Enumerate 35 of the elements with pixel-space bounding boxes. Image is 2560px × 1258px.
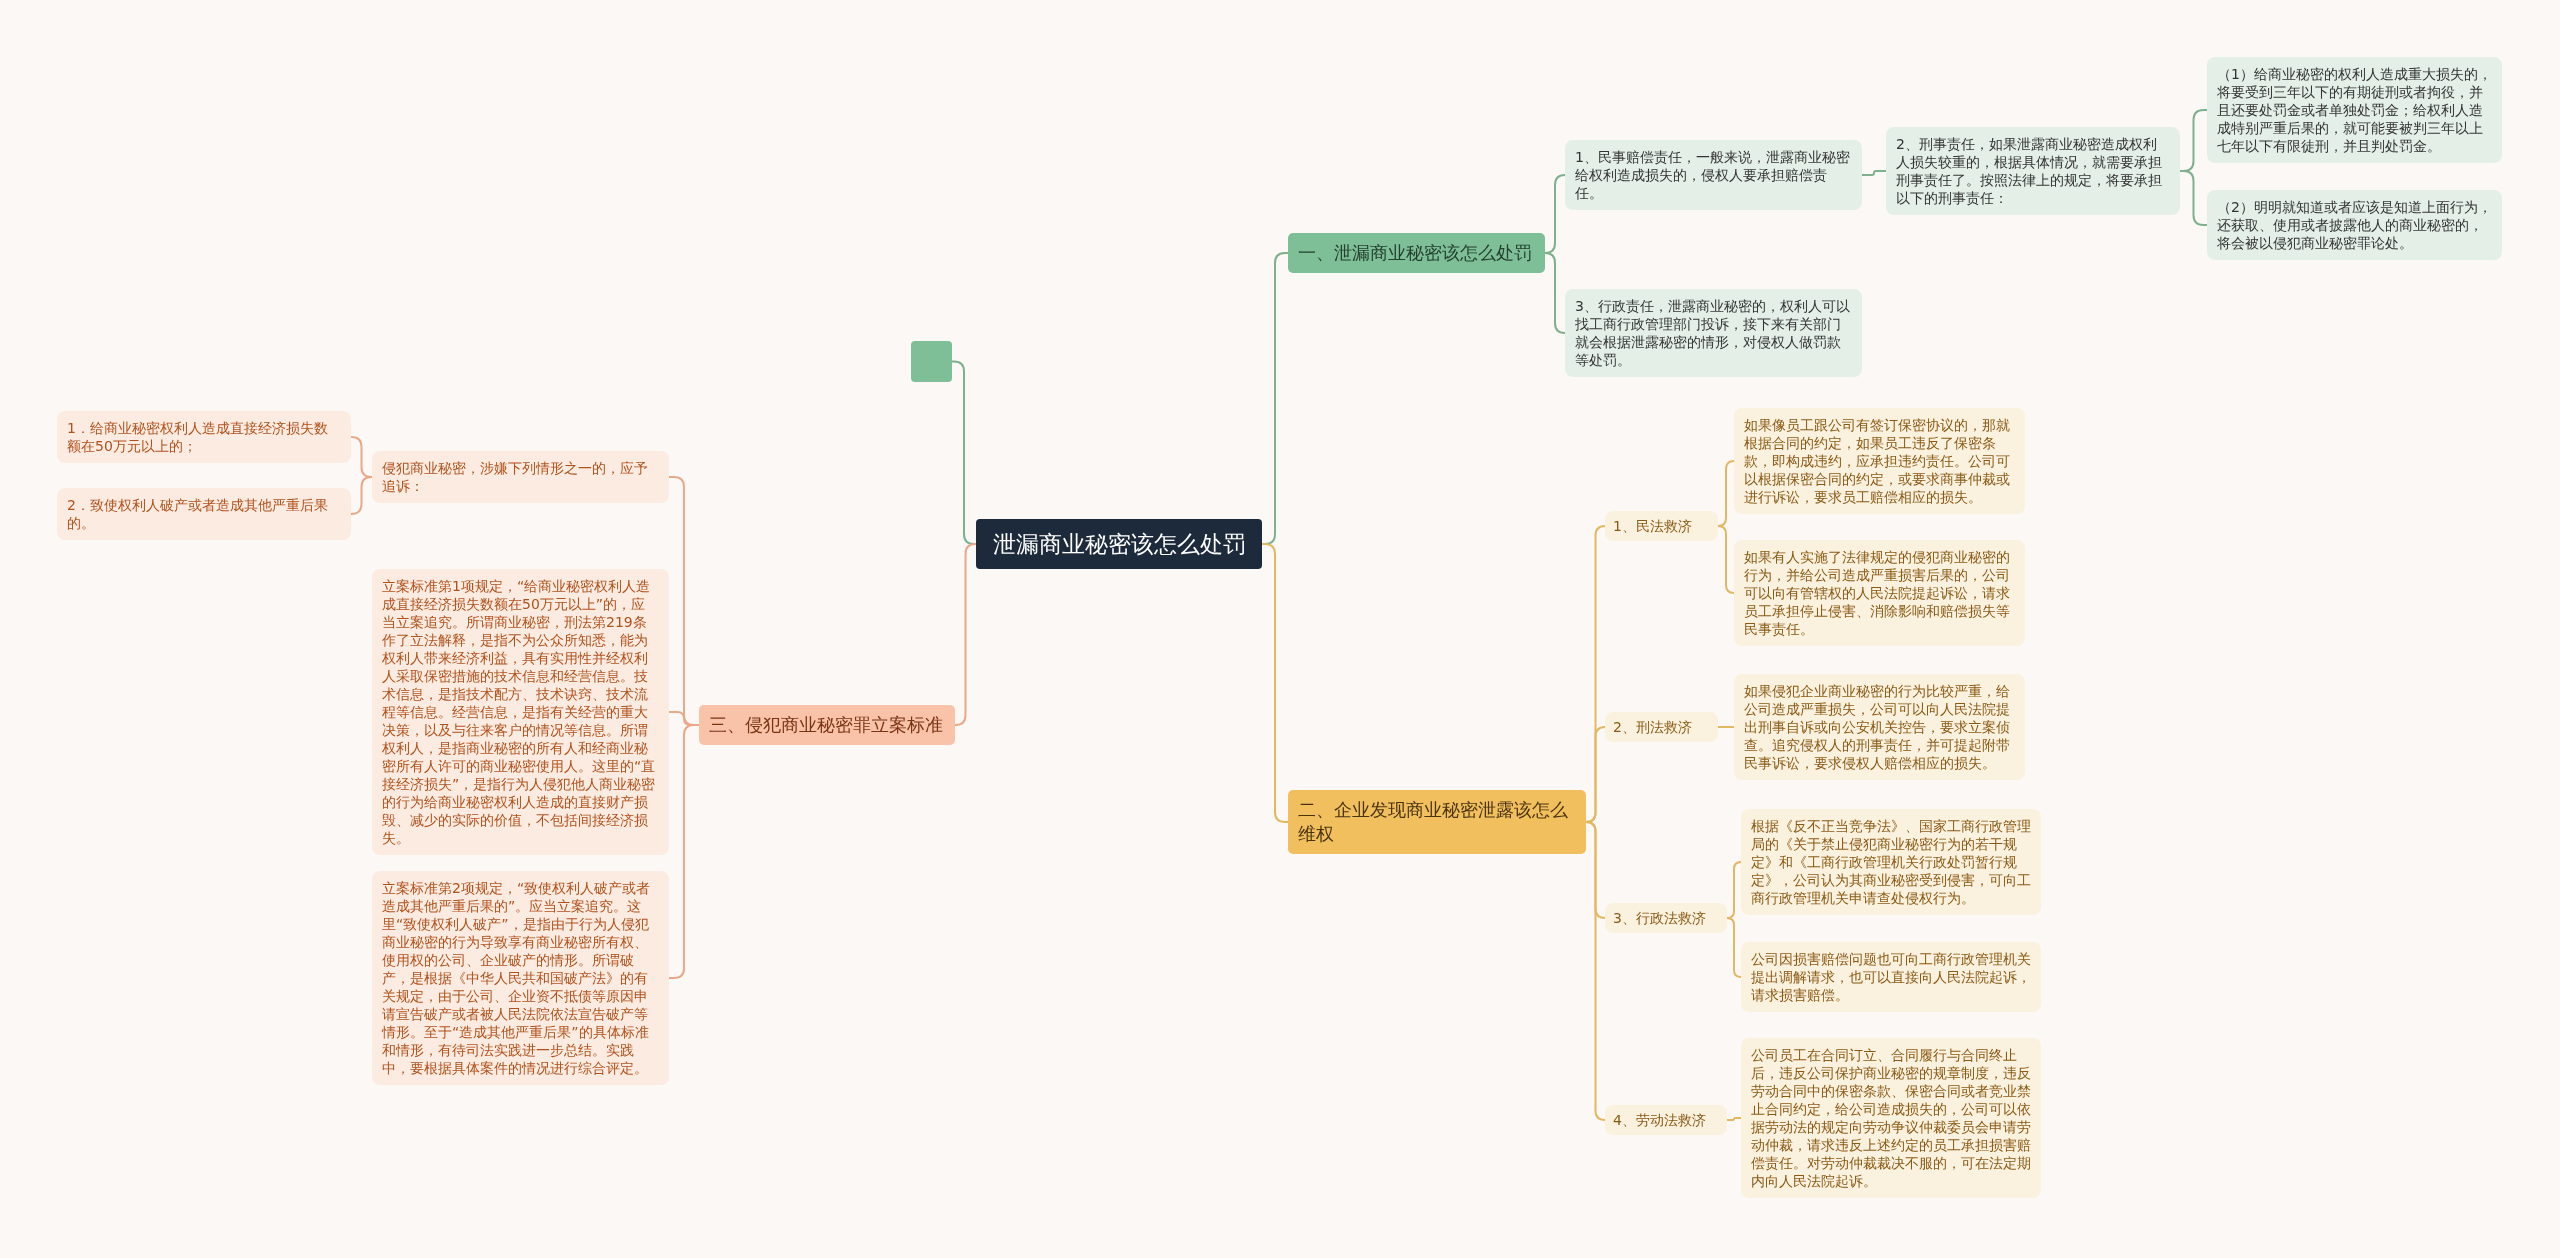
connector [1261, 543, 1289, 823]
text-box: 公司员工在合同订立、合同履行与合同终止后，违反公司保护商业秘密的规章制度，违反劳动合同中的保密条款、保密合同或者竞业禁止合同约定，给公司造成损失的，公司可以依据劳动法的规定向劳动争议仲裁委员会申请劳动仲裁，请求违反上述约定的员工承担损害赔偿责任。对劳动仲裁裁决不服的，可在法定期内向人民法院起诉。 [1741, 1038, 2041, 1198]
connector [1861, 170, 1887, 176]
text-box: 如果侵犯企业商业秘密的行为比较严重，给公司造成严重损失，公司可以向人民法院提出刑事自诉或向公安机关控告，要求立案侦查。追究侵权人的刑事责任，并可提起附带民事诉讼，要求侵权人赔偿相应的损失。 [1734, 674, 2025, 780]
branch-box: 二、企业发现商业秘密泄露该怎么维权 [1288, 790, 1586, 854]
connector [1726, 917, 1742, 978]
text-box: （1）给商业秘密的权利人造成重大损失的，将要受到三年以下的有期徒刑或者拘役，并且还要处罚金或者单独处罚金；给权利人造成特别严重后果的，就可能要被判三年以上七年以下有限徒刑，并且判处罚金。 [2207, 57, 2502, 163]
topic-box: 1、民法救济 [1605, 511, 1718, 541]
text-box: 1、民事赔偿责任，一般来说，泄露商业秘密给权利造成损失的，侵权人要承担赔偿责任。 [1565, 140, 1862, 210]
text-box: 1．给商业秘密权利人造成直接经济损失数额在50万元以上的； [57, 411, 351, 463]
text-box: 2、刑事责任，如果泄露商业秘密造成权利人损失较重的，根据具体情况，就需要承担刑事责任了。按照法律上的规定，将要承担以下的刑事责任： [1886, 127, 2180, 215]
text-box: 公司因损害赔偿问题也可向工商行政管理机关提出调解请求，也可以直接向人民法院起诉，请求损害赔偿。 [1741, 942, 2041, 1012]
connector [1544, 252, 1566, 334]
text-box: 如果像员工跟公司有签订保密协议的，那就根据合同的约定，如果员工违反了保密条款，即构成违约，应承担违约责任。公司可以根据保密合同的约定，或要求商事仲裁或进行诉讼，要求员工赔偿相应的损失。 [1734, 408, 2025, 514]
branch-box: 一、泄漏商业秘密该怎么处罚 [1288, 233, 1545, 273]
connector [1717, 525, 1735, 594]
text-box: 根据《反不正当竞争法》、国家工商行政管理局的《关于禁止侵犯商业秘密行为的若干规定》和《工商行政管理机关行政处罚暂行规定》，公司认为其商业秘密受到侵害，可向工商行政管理机关申请查处侵权行为。 [1741, 809, 2041, 915]
connector [954, 543, 977, 726]
connector [1726, 1117, 1742, 1121]
connector [350, 476, 373, 515]
empty-box [911, 341, 952, 382]
branch-box: 三、侵犯商业秘密罪立案标准 [699, 705, 955, 745]
text-box: 2．致使权利人破产或者造成其他严重后果的。 [57, 488, 351, 540]
topic-box: 2、刑法救济 [1605, 712, 1718, 742]
text-box: 如果有人实施了法律规定的侵犯商业秘密的行为，并给公司造成严重损害后果的，公司可以向有管辖权的人民法院提起诉讼，请求员工承担停止侵害、消除影响和赔偿损失等民事责任。 [1734, 540, 2025, 646]
connector [1585, 821, 1606, 1121]
topic-box: 3、行政法救济 [1605, 903, 1727, 933]
text-box: 侵犯商业秘密，涉嫌下列情形之一的，应予追诉： [372, 451, 669, 503]
text-box: 立案标准第2项规定，“致使权利人破产或者造成其他严重后果的”。应当立案追究。这里“致使权利人破产”，是指由于行为人侵犯商业秘密的行为导致享有商业秘密所有权、使用权的公司、企业破产的情形。所谓破产，是根据《中华人民共和国破产法》的有关规定，由于公司、企业资不抵债等原因申请宣告破产或者被人民法院依法宣告破产等情形。至于“造成其他严重后果”的具体标准和情形，有待司法实践进一步总结。实践中，要根据具体案件的情况进行综合评定。 [372, 871, 669, 1085]
connector [1717, 726, 1735, 728]
topic-box: 4、劳动法救济 [1605, 1105, 1727, 1135]
root-box: 泄漏商业秘密该怎么处罚 [976, 519, 1262, 569]
text-box: 立案标准第1项规定，“给商业秘密权利人造成直接经济损失数额在50万元以上”的，应当立案追究。所谓商业秘密，刑法第219条作了立法解释，是指不为公众所知悉，能为权利人带来经济利益，具有实用性并经权利人采取保密措施的技术信息和经营信息。技术信息，是指技术配方、技术诀窍、技术流程等信息。经营信息，是指有关经营的重大决策，以及与往来客户的情况等信息。所谓权利人，是指商业秘密的所有人和经商业秘密所有人许可的商业秘密使用人。这里的“直接经济损失”，是指行为人侵犯他人商业秘密的行为给商业秘密权利人造成的直接财产损毁、减少的实际的价值，不包括间接经济损失。 [372, 569, 669, 855]
text-box: （2）明明就知道或者应该是知道上面行为，还获取、使用或者披露他人的商业秘密的，将会被以侵犯商业秘密罪论处。 [2207, 190, 2502, 260]
text-box: 3、行政责任，泄露商业秘密的，权利人可以找工商行政管理部门投诉，接下来有关部门就会根据泄露秘密的情形，对侵权人做罚款等处罚。 [1565, 289, 1862, 377]
